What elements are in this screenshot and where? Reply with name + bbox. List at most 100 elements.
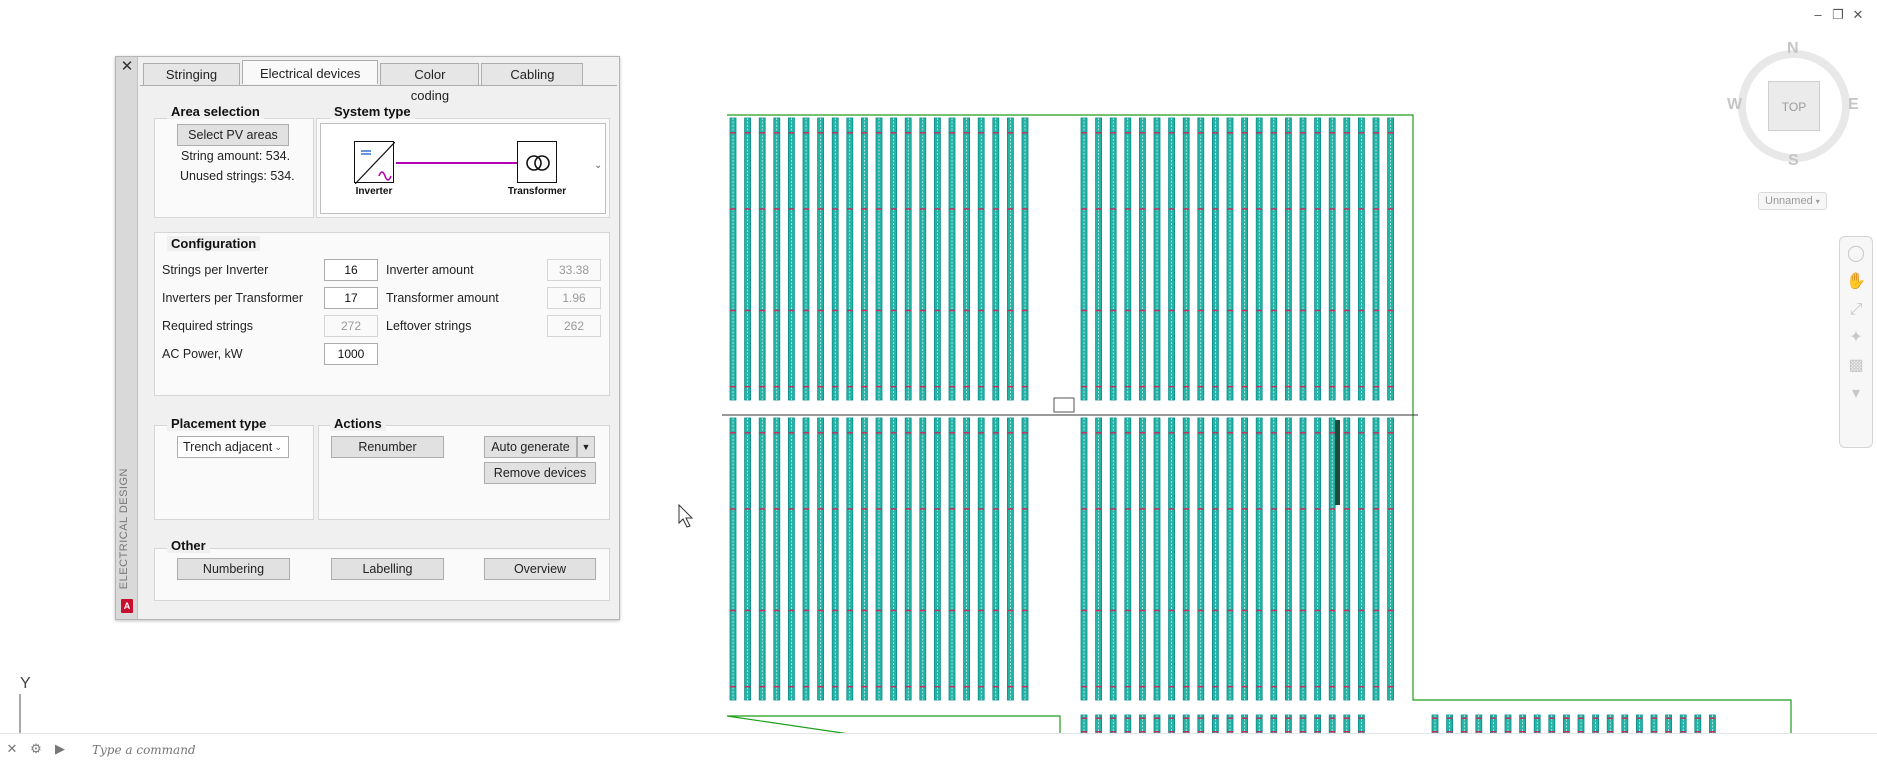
pv-row-upper-left-marker [978,385,985,388]
pv-row-lower-left-marker [730,508,736,510]
command-input[interactable] [90,741,1590,759]
pv-row-lower-left-marker [934,685,941,688]
renumber-button[interactable]: Renumber [331,436,444,458]
close-command-icon[interactable]: ✕ [6,741,18,756]
pv-row-lower-right-marker [1300,508,1306,510]
pv-row-upper-left-marker [934,385,941,388]
auto-generate-dropdown[interactable]: ▼ [577,436,595,458]
auto-generate-button[interactable]: Auto generate [484,436,577,458]
pv-row-upper-right-marker [1358,309,1365,312]
pv-row-lower-left-marker [963,508,970,510]
pv-row-upper-right-marker [1285,208,1292,210]
inverters-per-transformer-field[interactable]: 17 [324,287,378,309]
pv-row-upper-left-marker [876,208,882,210]
pv-row-lower-left-marker [846,432,853,434]
panel-close-icon[interactable]: ✕ [120,58,134,75]
labelling-button[interactable]: Labelling [331,558,444,580]
showmotion-icon[interactable]: ▩ [1848,357,1864,374]
pv-row-upper-left-marker [759,385,766,388]
remove-devices-button[interactable]: Remove devices [484,462,596,484]
viewcube-top-face[interactable]: TOP [1768,81,1820,131]
pv-row-lower-right-marker [1212,432,1219,434]
pv-row-lower-right-marker [1270,508,1277,510]
pv-row-lower-right-marker [1256,609,1263,612]
pv-row-upper-left-marker [963,385,970,388]
tab-color-coding[interactable]: Color coding [380,63,480,103]
pv-row-lower-left-marker [817,508,824,510]
pv-row-upper-right-marker [1314,132,1321,134]
pv-row-bottom-right-marker [1636,731,1643,733]
navbar-menu-icon[interactable]: ▾ [1851,385,1861,402]
pv-row-lower-right-marker [1081,609,1087,612]
pv-row-lower-left-marker [1022,508,1028,510]
pv-row-bottom-marker [1183,717,1190,719]
pv-row-lower-right-marker [1241,432,1248,434]
chevron-down-icon: ▾ [1815,197,1820,206]
pv-row-upper-right-marker [1154,208,1160,210]
numbering-button[interactable]: Numbering [177,558,290,580]
close-icon[interactable]: ✕ [1852,7,1864,22]
inverter-device-icon [354,141,396,185]
required-strings-label: Required strings [162,319,254,333]
pv-row-lower-left-marker [876,508,882,510]
tab-electrical-devices[interactable]: Electrical devices [242,60,379,84]
pv-row-lower-right-marker [1139,685,1146,688]
required-strings-field: 272 [324,315,378,337]
pv-row-upper-left-marker [890,208,897,210]
pv-row-lower-left-marker [773,508,780,510]
pv-row-upper-left-marker [832,132,839,134]
system-type-selector[interactable]: Inverter Transformer ⌄ [320,123,606,214]
orbit-icon[interactable]: ✦ [1849,329,1863,346]
pv-row-lower-left-marker [905,685,912,688]
named-view-dropdown[interactable]: Unnamed ▾ [1758,192,1827,210]
pv-row-upper-left-marker [992,385,999,388]
ac-power-field[interactable]: 1000 [324,343,378,365]
pv-row-upper-right-marker [1212,208,1219,210]
pv-row-lower-left-marker [832,609,839,612]
pan-icon[interactable]: ✋ [1846,273,1866,290]
pv-row-upper-right-marker [1256,132,1263,134]
pv-row-upper-right-marker [1139,132,1146,134]
pv-row-upper-right-marker [1285,385,1292,388]
recent-commands-icon[interactable]: ▶ [55,741,65,756]
pv-row-upper-left-marker [1022,208,1028,210]
zoom-extents-icon[interactable]: ⤢ [1849,301,1863,318]
pv-row-upper-left-marker [759,208,766,210]
select-pv-areas-button[interactable]: Select PV areas [177,124,289,146]
compass-east[interactable]: E [1848,96,1859,113]
tab-cabling[interactable]: Cabling [481,63,584,85]
customize-icon[interactable]: ⚙ [30,741,42,756]
tab-stringing[interactable]: Stringing [143,63,240,85]
pv-row-upper-left-marker [817,208,824,210]
viewcube[interactable]: N S W E TOP [1720,36,1870,176]
pv-row-upper-right-marker [1256,208,1263,210]
pv-row-lower-right-marker [1227,508,1233,510]
pv-row-upper-left-marker [978,309,985,312]
pv-row-upper-right-marker [1095,132,1102,134]
placement-type-select[interactable]: Trench adjacent ⌄ [177,436,289,458]
pv-row-upper-left-marker [861,385,868,388]
pv-row-upper-left-marker [978,132,985,134]
minimize-icon[interactable]: – [1814,7,1822,22]
pv-row-bottom-right-marker [1490,717,1497,719]
steering-wheel-icon[interactable]: ◯ [1847,245,1865,262]
pv-row-upper-left-marker [846,208,853,210]
pv-row-lower-right-marker [1154,508,1160,510]
restore-icon[interactable]: ❐ [1832,7,1844,22]
ac-power-label: AC Power, kW [162,347,243,361]
pv-row-lower-right-marker [1168,685,1175,688]
pv-row-lower-left-marker [905,609,912,612]
pv-row-lower-left-marker [788,432,795,434]
overview-button[interactable]: Overview [484,558,596,580]
chevron-down-icon[interactable]: ⌄ [594,160,603,171]
compass-west[interactable]: W [1727,96,1743,113]
pv-row-lower-right-marker [1212,508,1219,510]
panel-title-strip[interactable]: ✕ ELECTRICAL DESIGN A [116,57,138,619]
pv-row-bottom-marker [1154,731,1160,733]
pv-row-upper-left-marker [934,208,941,210]
compass-south[interactable]: S [1788,152,1799,169]
strings-per-inverter-field[interactable]: 16 [324,259,378,281]
compass-north[interactable]: N [1787,40,1799,57]
pv-row-lower-left-marker [890,432,897,434]
pv-row-bottom-marker [1197,717,1204,719]
